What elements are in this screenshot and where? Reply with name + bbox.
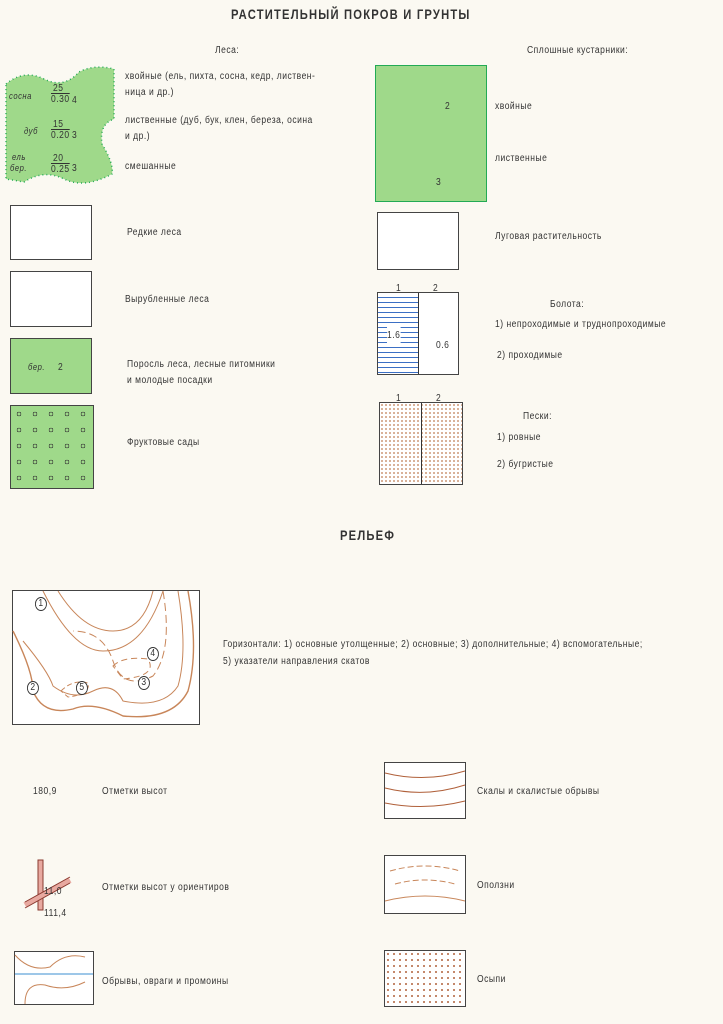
- label-rocks: Скалы и скалистые обрывы: [477, 786, 600, 797]
- shrubs-heading: Сплошные кустарники:: [527, 45, 629, 56]
- tree-spacing: 4: [72, 95, 78, 106]
- label-shrubs-deciduous: лиственные: [495, 153, 548, 164]
- label-swamp-passable: 2) проходимые: [497, 350, 563, 361]
- young-forest-height: 2: [58, 362, 64, 373]
- young-forest-symbol: [10, 338, 92, 394]
- column-label: 2: [433, 283, 439, 294]
- column-label: 1: [396, 283, 402, 294]
- label-ravines: Обрывы, овраги и промоины: [102, 976, 229, 987]
- column-label: 2: [436, 393, 442, 404]
- species-label: бер.: [10, 163, 27, 173]
- tree-spacing: 3: [72, 163, 78, 174]
- sands-heading: Пески:: [523, 411, 552, 422]
- label-landslides: Оползни: [477, 880, 515, 891]
- spot-height-value: 180,9: [33, 786, 57, 797]
- tree-height: 15: [53, 119, 64, 130]
- shrubs-symbol: [375, 65, 487, 202]
- contour-marker: 5: [76, 681, 88, 695]
- shrub-height: 3: [436, 177, 442, 188]
- forest-heading: Леса:: [215, 45, 240, 56]
- species-label: сосна: [9, 91, 32, 101]
- species-label: ель: [12, 152, 26, 162]
- contour-symbol: [12, 590, 200, 725]
- contour-marker: 3: [138, 676, 150, 690]
- label-deciduous: лиственные (дуб, бук, клен, береза, осин…: [125, 115, 313, 126]
- young-forest-species: бер.: [28, 362, 45, 372]
- road-crossing-icon: [23, 859, 72, 911]
- tree-thickness: 0.30: [51, 93, 70, 105]
- contour-marker: 4: [147, 647, 159, 661]
- label-contours: Горизонтали: 1) основные утолщенные; 2) …: [223, 639, 643, 650]
- label-shrubs-coniferous: хвойные: [495, 101, 533, 112]
- species-label: дуб: [24, 126, 38, 136]
- forest-symbol: [5, 66, 115, 184]
- label-coniferous-cont: ница и др.): [125, 87, 175, 98]
- scree-symbol: [384, 950, 466, 1007]
- sparse-forest-symbol: [10, 205, 92, 260]
- label-orchards: Фруктовые сады: [127, 437, 200, 448]
- tree-thickness: 0.25: [51, 163, 70, 175]
- column-label: 1: [396, 393, 402, 404]
- tree-thickness: 0.20: [51, 129, 70, 141]
- shrub-height: 2: [445, 101, 451, 112]
- contour-marker: 2: [27, 681, 39, 695]
- orchard-symbol: [10, 405, 94, 489]
- tree-spacing: 3: [72, 130, 78, 141]
- label-young-forest: Поросль леса, лесные питомники: [127, 359, 276, 370]
- landmark-height-value: 11,0: [44, 886, 62, 897]
- label-landmark-heights: Отметки высот у ориентиров: [102, 882, 230, 893]
- rocks-symbol: [384, 762, 466, 819]
- label-swamp-impassable: 1) непроходимые и труднопроходимые: [495, 319, 667, 330]
- label-deciduous-cont: и др.): [125, 131, 151, 142]
- swamps-heading: Болота:: [550, 299, 585, 310]
- tree-height: 25: [53, 83, 64, 94]
- sand-symbol: [379, 402, 463, 485]
- label-sand-hilly: 2) бугристые: [497, 459, 554, 470]
- label-mixed: смешанные: [125, 161, 177, 172]
- label-young-forest-cont: и молодые посадки: [127, 375, 213, 386]
- cut-forest-symbol: [10, 271, 92, 327]
- label-screes: Осыпи: [477, 974, 506, 985]
- tree-height: 20: [53, 153, 64, 164]
- section-title-vegetation: РАСТИТЕЛЬНЫЙ ПОКРОВ И ГРУНТЫ: [231, 6, 471, 22]
- swamp-depth: 0.6: [436, 340, 450, 351]
- label-cut-forest: Вырубленные леса: [125, 294, 210, 305]
- label-contours-cont: 5) указатели направления скатов: [223, 656, 370, 667]
- landmark-height-value: 111,4: [44, 908, 67, 919]
- label-coniferous: хвойные (ель, пихта, сосна, кедр, листве…: [125, 71, 316, 82]
- label-sparse-forest: Редкие леса: [127, 227, 182, 238]
- meadow-symbol: [377, 212, 459, 270]
- contour-marker: 1: [35, 597, 47, 611]
- ravine-symbol: [14, 951, 94, 1005]
- label-sand-flat: 1) ровные: [497, 432, 542, 443]
- section-title-relief: РЕЛЬЕФ: [340, 527, 396, 543]
- swamp-depth: 1.6: [387, 327, 401, 344]
- label-spot-heights: Отметки высот: [102, 786, 168, 797]
- landslide-symbol: [384, 855, 466, 914]
- label-meadow: Луговая растительность: [495, 231, 602, 242]
